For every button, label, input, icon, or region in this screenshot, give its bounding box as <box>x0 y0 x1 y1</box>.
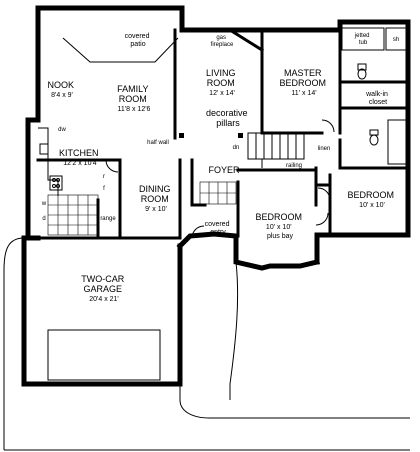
family-room-label: FAMILY ROOM 11'8 x 12'6 <box>117 84 151 113</box>
nook-label: NOOK 8'4 x 9' <box>47 80 76 99</box>
jetted-tub <box>341 27 407 51</box>
entry-tile <box>199 181 237 205</box>
living-room-label: LIVING ROOM 12' x 14' <box>206 68 238 97</box>
walk-in-closet-label: walk-in closet <box>365 91 390 106</box>
dishwasher-note: dw <box>58 127 66 133</box>
railing-note: railing <box>286 163 302 169</box>
foyer-label: FOYER <box>208 165 240 175</box>
covered-entry-label: covered entry <box>205 221 232 236</box>
bath-toilet-lower <box>369 129 379 146</box>
freezer-note: f <box>103 186 105 192</box>
refrigerator-note: r <box>103 174 105 180</box>
door-swings <box>105 119 335 239</box>
dining-room-label: DINING ROOM 9' x 10' <box>139 184 173 213</box>
bedroom-center-label: BEDROOM 10' x 10' plus bay <box>255 212 304 240</box>
bedroom-right-label: BEDROOM 10' x 10' <box>347 190 396 209</box>
stairs-down-note: dn <box>233 145 240 151</box>
garage-door <box>47 329 161 381</box>
patio-outline <box>37 7 182 63</box>
linen-note: linen <box>318 146 331 152</box>
shower-note: sh <box>393 37 399 43</box>
jetted-tub-note: jetted tub <box>354 33 371 46</box>
toilet <box>357 63 367 80</box>
exterior-walls <box>21 5 411 387</box>
garage-label: TWO-CAR GARAGE 20'4 x 21' <box>81 274 127 303</box>
range-note: range <box>100 216 116 222</box>
stairs <box>247 132 305 168</box>
gas-fireplace-note: gas fireplace <box>211 35 234 48</box>
half-wall-note: half wall <box>147 140 169 146</box>
kitchen-tile <box>47 194 99 236</box>
annotations: gas fireplace decorative pillars half wa… <box>41 33 399 222</box>
interior-walls <box>22 27 410 240</box>
dryer-note: d <box>42 216 45 222</box>
driveway-outline <box>3 237 410 451</box>
bath-tub-lower <box>387 119 407 165</box>
washer-note: w <box>41 201 47 207</box>
pillars <box>179 133 243 138</box>
kitchen-counter <box>38 127 63 196</box>
decorative-pillars-note: decorative pillars <box>206 108 250 128</box>
master-bedroom-label: MASTER BEDROOM 11' x 14' <box>279 68 328 97</box>
room-labels: covered patio NOOK 8'4 x 9' FAMILY ROOM … <box>47 33 396 303</box>
covered-patio-label: covered patio <box>125 33 152 48</box>
kitchen-label: KITCHEN 12'2 x 10'4 <box>59 148 101 167</box>
